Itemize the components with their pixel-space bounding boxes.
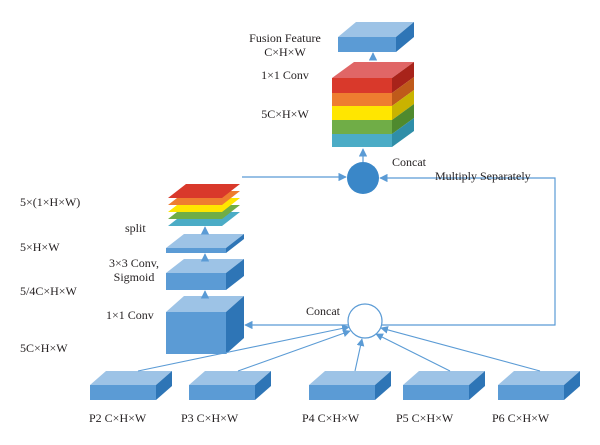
input-label-p4: P4 C×H×W xyxy=(302,411,360,425)
multiply-separately-label: Multiply Separately xyxy=(435,169,531,183)
arrow-p6 xyxy=(380,326,541,372)
arrow-p4 xyxy=(354,338,365,372)
fusion-feature-label: Fusion Feature xyxy=(249,31,321,45)
input-label-p2: P2 C×H×W xyxy=(89,411,147,425)
five-hw-label: 5×H×W xyxy=(20,240,60,254)
five-quarter-label: 5/4C×H×W xyxy=(20,284,77,298)
arrow-multiply-separately xyxy=(379,173,556,326)
stack-dim-top-label: 5C×H×W xyxy=(261,107,309,121)
concat-bottom-label: Concat xyxy=(306,304,340,318)
input-label-p3: P3 C×H×W xyxy=(181,411,239,425)
arrow-p3 xyxy=(237,329,351,372)
input-block-p4 xyxy=(309,371,391,400)
multiply-circle xyxy=(347,162,379,194)
five-c-left-label: 5C×H×W xyxy=(20,341,68,355)
weights-layers xyxy=(168,184,240,226)
arrow-p2 xyxy=(137,324,350,372)
arrow-p5 xyxy=(375,333,451,372)
five-hw-block xyxy=(166,234,244,253)
input-label-p5: P5 C×H×W xyxy=(396,411,454,425)
input-label-p6: P6 C×H×W xyxy=(492,411,550,425)
input-block-p3 xyxy=(189,371,271,400)
input-block-p6 xyxy=(498,371,580,400)
concat-circle xyxy=(347,303,383,339)
fusion-feature-block xyxy=(338,22,414,52)
fusion-dim-label: C×H×W xyxy=(264,45,306,59)
split-label: split xyxy=(125,221,146,235)
conv3-line1-label: 3×3 Conv, xyxy=(109,256,159,270)
weights-dim-label: 5×(1×H×W) xyxy=(20,195,81,209)
concat-stack-top xyxy=(332,62,414,147)
five-c-block xyxy=(166,296,244,354)
conv3-line2-label: Sigmoid xyxy=(113,270,155,284)
input-block-p5 xyxy=(403,371,485,400)
conv-1x1-left-label: 1×1 Conv xyxy=(106,308,154,322)
five-quarter-block xyxy=(166,259,244,290)
conv-1x1-top-label: 1×1 Conv xyxy=(261,68,309,82)
concat-top-label: Concat xyxy=(392,155,426,169)
input-block-p2 xyxy=(90,371,172,400)
